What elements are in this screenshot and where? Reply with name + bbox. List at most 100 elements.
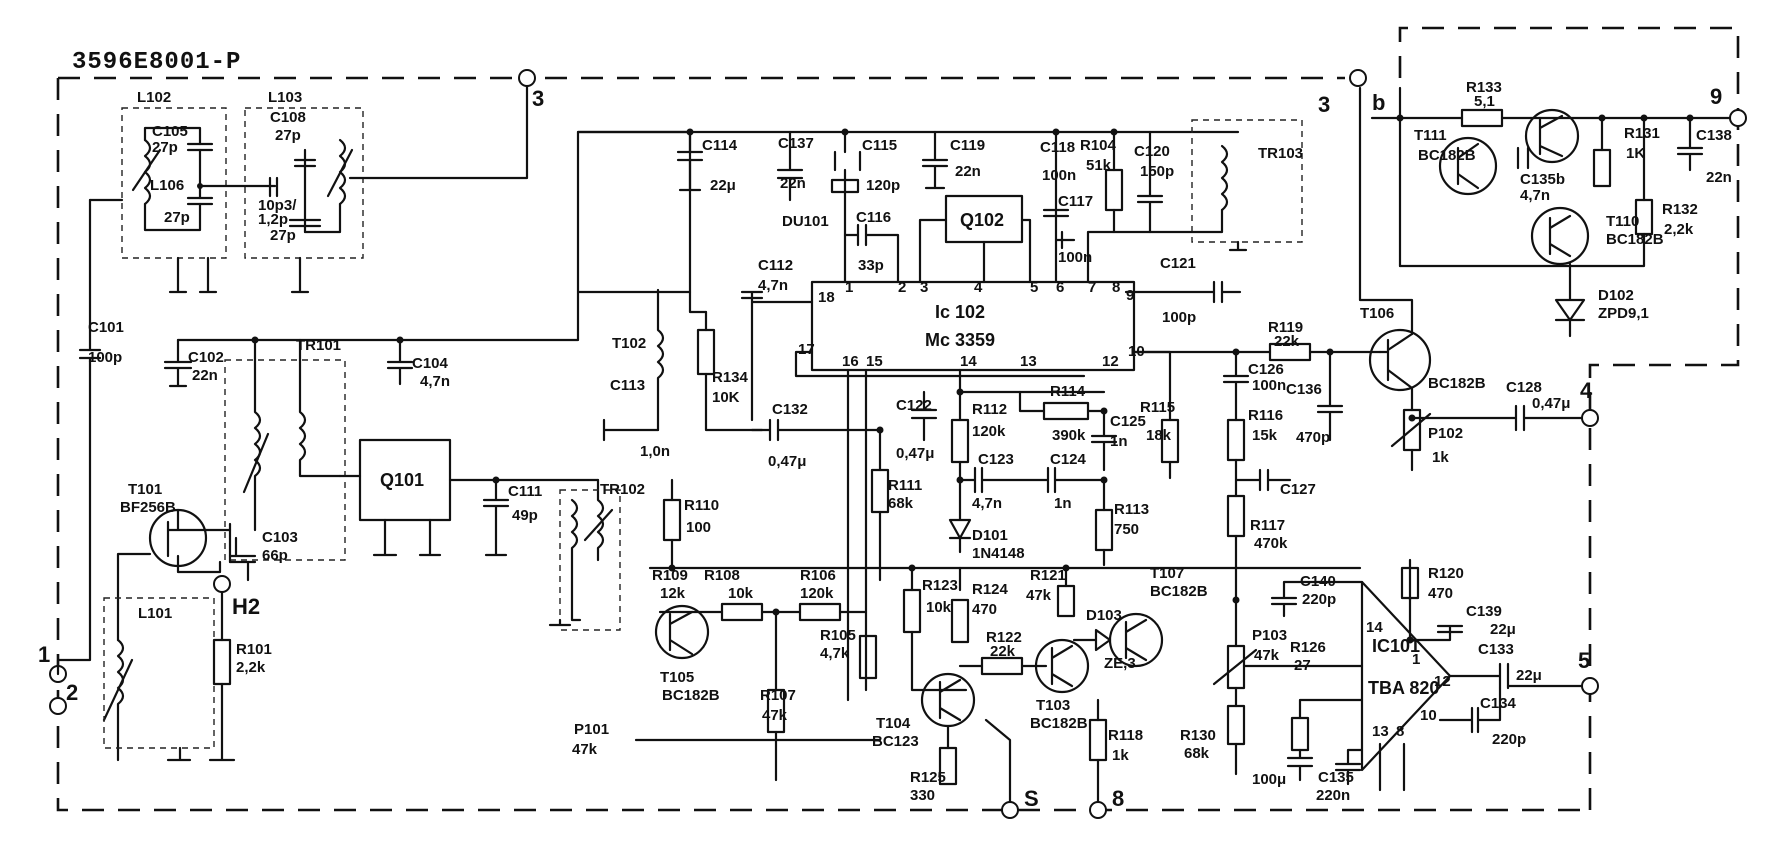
terminals: 3 3 b 9 4 5 S 8 1 2 (38, 69, 1747, 819)
svg-text:C124: C124 (1050, 451, 1087, 468)
svg-text:C121: C121 (1160, 255, 1196, 272)
svg-text:L102: L102 (137, 89, 171, 106)
terminal-S: S (1024, 786, 1039, 811)
svg-text:68k: 68k (888, 495, 914, 512)
svg-text:1n: 1n (1054, 495, 1072, 512)
svg-text:Q101: Q101 (380, 470, 424, 490)
svg-text:R122: R122 (986, 629, 1022, 646)
svg-text:C114: C114 (702, 137, 738, 154)
svg-text:R114: R114 (1050, 383, 1086, 400)
svg-text:C104: C104 (412, 355, 449, 372)
svg-text:C137: C137 (778, 135, 814, 152)
svg-text:100n: 100n (1252, 377, 1286, 394)
terminal-8: 8 (1112, 786, 1124, 811)
svg-text:1n: 1n (1110, 433, 1128, 450)
svg-text:C119: C119 (950, 137, 985, 154)
svg-text:C135: C135 (1318, 769, 1354, 786)
svg-text:8: 8 (1112, 279, 1120, 296)
svg-text:D102: D102 (1598, 287, 1634, 304)
svg-text:390k: 390k (1052, 427, 1086, 444)
svg-text:10k: 10k (728, 585, 754, 602)
if-filter: Q101 C111 49p TR102 (338, 438, 645, 631)
svg-text:C101: C101 (88, 319, 124, 336)
svg-text:10K: 10K (712, 389, 740, 406)
svg-text:27p: 27p (275, 127, 301, 144)
svg-text:470k: 470k (1254, 535, 1288, 552)
svg-text:150p: 150p (1140, 163, 1174, 180)
svg-text:66p: 66p (262, 547, 288, 564)
svg-text:C136: C136 (1286, 381, 1322, 398)
svg-text:10p3/: 10p3/ (258, 197, 297, 214)
svg-text:22μ: 22μ (1490, 621, 1516, 638)
svg-text:R134: R134 (712, 369, 749, 386)
svg-text:BC182B: BC182B (662, 687, 720, 704)
svg-text:C108: C108 (270, 109, 306, 126)
svg-text:T104: T104 (876, 715, 911, 732)
svg-text:4,7n: 4,7n (420, 373, 450, 390)
svg-text:R113: R113 (1114, 501, 1149, 518)
svg-text:C140: C140 (1300, 573, 1336, 590)
svg-text:10: 10 (1420, 707, 1437, 724)
svg-text:L103: L103 (268, 89, 302, 106)
svg-text:470: 470 (1428, 585, 1453, 602)
svg-text:R116: R116 (1248, 407, 1283, 424)
svg-text:H2: H2 (232, 594, 260, 619)
svg-text:C117: C117 (1058, 193, 1093, 210)
svg-text:D101: D101 (972, 527, 1008, 544)
svg-text:6: 6 (1056, 279, 1064, 296)
svg-text:C125: C125 (1110, 413, 1146, 430)
svg-text:14: 14 (1366, 619, 1383, 636)
svg-text:R118: R118 (1108, 727, 1143, 744)
svg-text:C122: C122 (896, 397, 932, 414)
svg-text:P103: P103 (1252, 627, 1287, 644)
svg-text:220p: 220p (1492, 731, 1526, 748)
svg-text:ZE,3: ZE,3 (1104, 655, 1136, 672)
svg-text:18: 18 (818, 289, 835, 306)
svg-text:10k: 10k (926, 599, 952, 616)
svg-text:750: 750 (1114, 521, 1139, 538)
svg-text:R117: R117 (1250, 517, 1285, 534)
terminal-4: 4 (1580, 378, 1593, 403)
svg-text:T111: T111 (1414, 127, 1447, 144)
svg-text:T102: T102 (612, 335, 646, 352)
svg-text:R112: R112 (972, 401, 1007, 418)
svg-text:R106: R106 (800, 567, 836, 584)
svg-text:27p: 27p (270, 227, 296, 244)
svg-text:120p: 120p (866, 177, 900, 194)
svg-text:100p: 100p (1162, 309, 1196, 326)
svg-text:L101: L101 (138, 605, 172, 622)
svg-text:8: 8 (1396, 723, 1404, 740)
svg-text:22μ: 22μ (710, 177, 736, 194)
svg-text:5: 5 (1030, 279, 1038, 296)
svg-text:16: 16 (842, 353, 859, 370)
svg-text:22μ: 22μ (1516, 667, 1542, 684)
svg-text:BC182B: BC182B (1606, 231, 1664, 248)
svg-text:T103: T103 (1036, 697, 1070, 714)
svg-text:0,47μ: 0,47μ (1532, 395, 1570, 412)
svg-text:R125: R125 (910, 769, 946, 786)
terminal-9: 9 (1710, 84, 1722, 109)
svg-text:TR101: TR101 (296, 337, 341, 354)
svg-text:22n: 22n (192, 367, 218, 384)
terminal-1: 1 (38, 642, 50, 667)
svg-text:4,7n: 4,7n (758, 277, 788, 294)
svg-text:R132: R132 (1662, 201, 1698, 218)
svg-text:22n: 22n (1706, 169, 1732, 186)
svg-text:22n: 22n (955, 163, 981, 180)
svg-text:47k: 47k (1026, 587, 1052, 604)
svg-text:13: 13 (1372, 723, 1389, 740)
svg-text:C128: C128 (1506, 379, 1542, 396)
terminal-5: 5 (1578, 648, 1590, 673)
svg-text:C102: C102 (188, 349, 224, 366)
svg-text:1N4148: 1N4148 (972, 545, 1025, 562)
svg-text:1: 1 (845, 279, 853, 296)
svg-text:R104: R104 (1080, 137, 1117, 154)
svg-text:R107: R107 (760, 687, 796, 704)
svg-text:R115: R115 (1140, 399, 1175, 416)
svg-text:47k: 47k (762, 707, 788, 724)
svg-text:51k: 51k (1086, 157, 1112, 174)
svg-text:7: 7 (1088, 279, 1096, 296)
svg-text:T105: T105 (660, 669, 694, 686)
svg-text:2: 2 (898, 279, 906, 296)
terminal-2: 2 (66, 680, 78, 705)
